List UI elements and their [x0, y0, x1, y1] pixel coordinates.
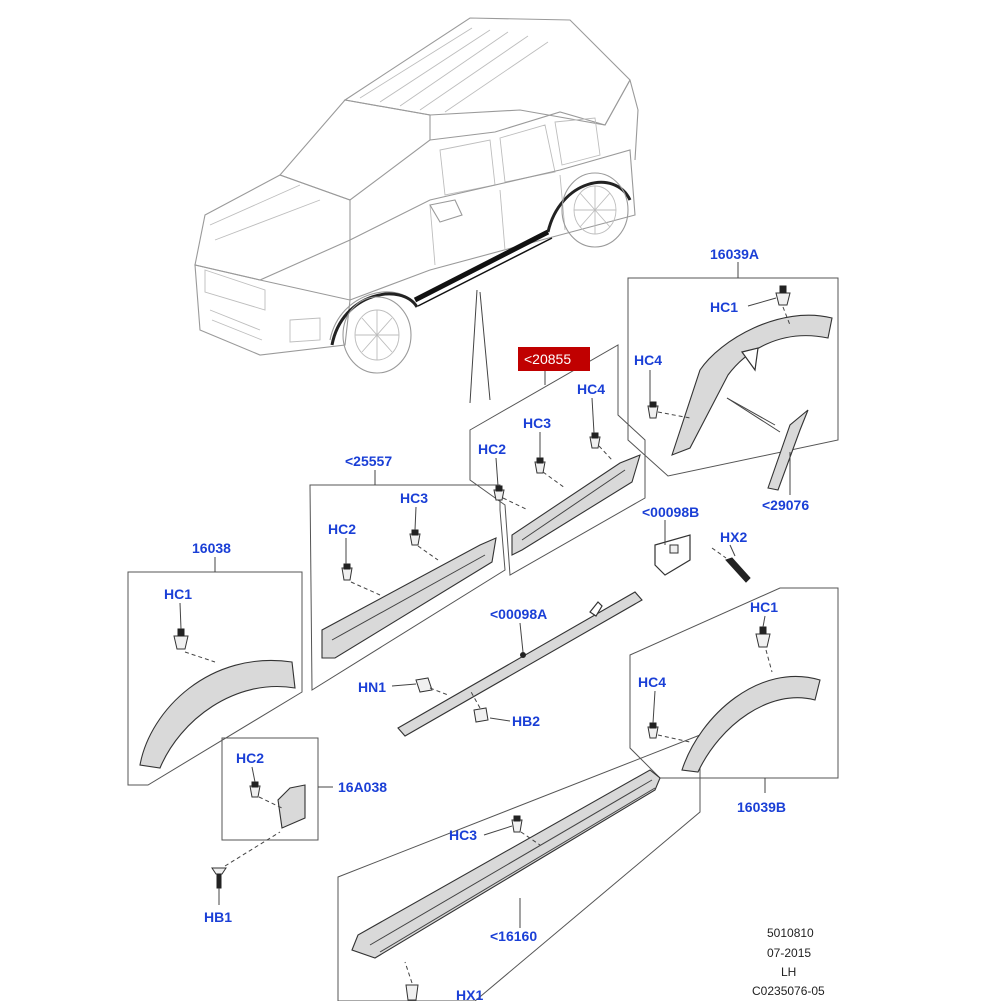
- callout-hc3-bottom[interactable]: HC3: [449, 827, 477, 843]
- callout-hc1-top[interactable]: HC1: [710, 299, 738, 315]
- callout-16039A[interactable]: 16039A: [710, 246, 759, 262]
- group-box-16039A: [627, 277, 839, 477]
- callout-hc2-bottom[interactable]: HC2: [236, 750, 264, 766]
- callout-hx2[interactable]: HX2: [720, 529, 747, 545]
- part-00098A-strip: [397, 591, 643, 737]
- footer-line-3: LH: [781, 965, 796, 979]
- pointer-line: [469, 289, 478, 404]
- callout-16160[interactable]: <16160: [490, 928, 537, 944]
- pointer-line: [479, 291, 491, 401]
- callout-hc4-mid[interactable]: HC4: [577, 381, 605, 397]
- callout-hb2[interactable]: HB2: [512, 713, 540, 729]
- callout-hn1[interactable]: HN1: [358, 679, 386, 695]
- callout-hc3-left[interactable]: HC3: [400, 490, 428, 506]
- callout-hb1[interactable]: HB1: [204, 909, 232, 925]
- callout-20855[interactable]: <20855: [524, 351, 571, 367]
- footer-line-1: 5010810: [767, 926, 814, 940]
- callout-29076[interactable]: <29076: [762, 497, 809, 513]
- callout-25557[interactable]: <25557: [345, 453, 392, 469]
- callout-hc2-left[interactable]: HC2: [328, 521, 356, 537]
- part-16038-arch: [139, 659, 296, 769]
- callout-hc3-mid[interactable]: HC3: [523, 415, 551, 431]
- footer-reference: 5010810 07-2015 LH C0235076-05: [752, 926, 825, 998]
- group-box-16A038: [221, 737, 319, 841]
- callout-16A038[interactable]: 16A038: [338, 779, 387, 795]
- part-20855-moulding: [511, 454, 641, 556]
- callout-hc1-right[interactable]: HC1: [750, 599, 778, 615]
- callout-16039B[interactable]: 16039B: [737, 799, 786, 815]
- part-16039A-arch: [671, 314, 833, 456]
- callout-hx1[interactable]: HX1: [456, 987, 483, 1001]
- part-29076-trim: [767, 409, 809, 491]
- highlight-box-20855: [518, 347, 590, 371]
- callout-00098B[interactable]: <00098B: [642, 504, 699, 520]
- callout-00098A[interactable]: <00098A: [490, 606, 547, 622]
- callout-16038[interactable]: 16038: [192, 540, 231, 556]
- callout-leads: [179, 297, 777, 905]
- group-box-25557: [309, 484, 506, 691]
- group-box-16039B: [629, 587, 839, 779]
- part-16039B-arch: [681, 675, 821, 773]
- callout-hc4-top[interactable]: HC4: [634, 352, 662, 368]
- group-box-20855: [469, 344, 646, 576]
- footer-line-4: C0235076-05: [752, 984, 825, 998]
- footer-line-2: 07-2015: [767, 946, 811, 960]
- callout-hc1-left[interactable]: HC1: [164, 586, 192, 602]
- group-box-16160: [337, 734, 701, 1001]
- part-00098B-bracket: [654, 534, 691, 576]
- callout-hc4-right[interactable]: HC4: [638, 674, 666, 690]
- callout-hc2-mid[interactable]: HC2: [478, 441, 506, 457]
- callout-labels: 16039A HC1 HC4 <20855 HC4 HC3 HC2 <29076…: [164, 246, 809, 1001]
- part-25557-moulding: [321, 537, 497, 659]
- part-16A038-mudflap: [277, 784, 306, 829]
- vehicle-illustration: [194, 17, 639, 374]
- fasteners: [173, 285, 791, 1001]
